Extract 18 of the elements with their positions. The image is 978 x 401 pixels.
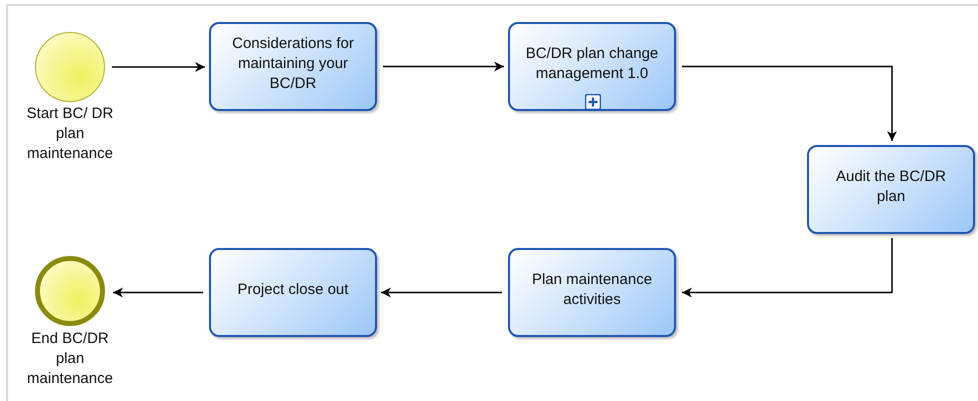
task-label: Considerations for maintaining your BC/DR xyxy=(231,34,355,94)
arrow xyxy=(682,238,893,298)
task-label: Project close out xyxy=(238,280,348,300)
task-label: BC/DR plan change management 1.0 xyxy=(524,44,660,84)
task-box xyxy=(209,248,377,337)
task-box xyxy=(807,145,975,234)
arrow xyxy=(383,62,504,72)
task-box xyxy=(508,248,676,337)
task-label: Audit the BC/DR plan xyxy=(834,166,948,206)
arrow xyxy=(682,66,897,141)
task-label: Plan maintenance activities xyxy=(530,270,654,310)
event-label: Start BC/ DR plan maintenance xyxy=(26,104,114,164)
arrow xyxy=(112,62,205,72)
arrow xyxy=(113,288,203,298)
event-label: End BC/DR plan maintenance xyxy=(26,329,114,389)
arrow xyxy=(381,288,502,298)
task-box xyxy=(508,22,676,111)
task-box xyxy=(209,22,377,111)
